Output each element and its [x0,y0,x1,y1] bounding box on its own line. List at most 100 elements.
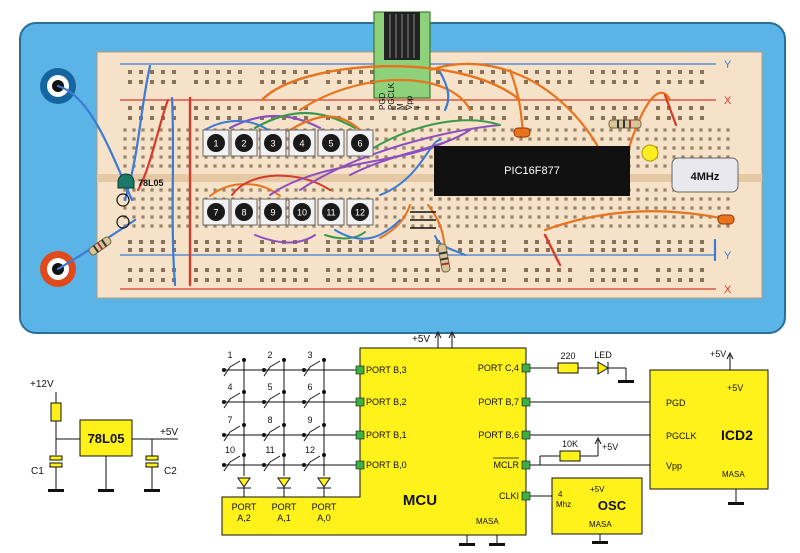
hole [285,188,289,192]
hole [480,240,484,244]
hole [524,106,528,110]
hole [491,116,495,120]
hole [384,164,388,168]
hole [282,70,286,74]
hole [150,70,154,74]
hole [366,188,370,192]
hole [414,106,418,110]
hole [524,268,528,272]
hole [492,224,496,228]
hole [502,116,506,120]
hole [474,128,478,132]
hole [150,268,154,272]
hole [609,224,613,228]
hole [573,206,577,210]
row-jumpers [410,211,436,229]
hole [304,70,308,74]
hole [699,197,703,201]
hole [128,240,132,244]
hole [393,224,397,228]
rail-label-top-x: X [724,95,732,107]
input-resistor [50,402,62,422]
hole [568,80,572,84]
hole [293,248,297,252]
hole [420,206,424,210]
hole [612,116,616,120]
hole [456,128,460,132]
hole [458,80,462,84]
hole [636,224,640,228]
hole [330,164,334,168]
hole [465,215,469,219]
hole [600,206,604,210]
hole [708,128,712,132]
hole [285,164,289,168]
hole [168,188,172,192]
hole [321,164,325,168]
hole [150,137,154,141]
hole [285,146,289,150]
hole [568,278,572,282]
hole [654,206,658,210]
hole [612,240,616,244]
hole [370,70,374,74]
hole [285,137,289,141]
hole [285,215,289,219]
hole [357,188,361,192]
hole [612,248,616,252]
hole [276,224,280,228]
hole [700,240,704,244]
icd2-pin-pgd: PGD [666,398,686,408]
hole [557,248,561,252]
hole [420,146,424,150]
hole [205,80,209,84]
hole [623,278,627,282]
hole [132,215,136,219]
hole [681,206,685,210]
hole [357,155,361,159]
hole [502,248,506,252]
hole [150,116,154,120]
hole [726,155,730,159]
hole [557,106,561,110]
hole [267,164,271,168]
hole [227,70,231,74]
hole [161,248,165,252]
hole [249,188,253,192]
key-switch-label: 8 [267,415,272,425]
hole [601,116,605,120]
hole [535,240,539,244]
hole [535,70,539,74]
hole [393,215,397,219]
hole [492,137,496,141]
hole [447,197,451,201]
hole [411,137,415,141]
hole [186,164,190,168]
hole [469,268,473,272]
hole [205,70,209,74]
hole [634,240,638,244]
hole [359,278,363,282]
hole [282,80,286,84]
hole [139,278,143,282]
osc-block: OSC 4 Mhz +5V MASA [530,477,643,544]
pin-mclr: MCLR [493,460,519,470]
hole [656,80,660,84]
hole [590,106,594,110]
hole [535,268,539,272]
hole [627,224,631,228]
hole [492,215,496,219]
hole [141,155,145,159]
hole [168,224,172,228]
hole [141,188,145,192]
hole [303,224,307,228]
hole [312,155,316,159]
keypad-button-2: 2 [230,129,258,157]
hole [689,278,693,282]
hole [384,137,388,141]
hole [456,224,460,228]
hole [483,215,487,219]
schematic: +12V 78L05 +5V C1 C2 [30,330,769,546]
hole [132,206,136,210]
c2-label: C2 [164,466,177,477]
